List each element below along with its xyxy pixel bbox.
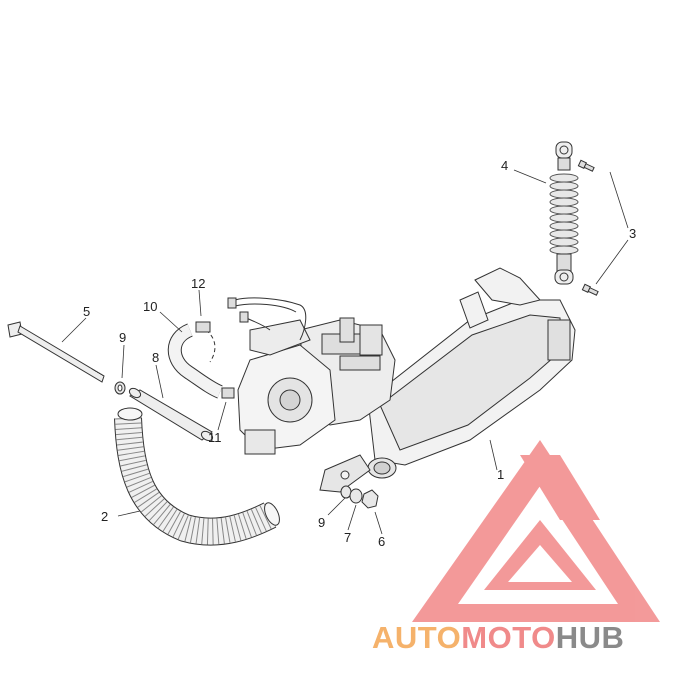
washer-right <box>340 485 352 499</box>
callout-6: 6 <box>378 534 385 549</box>
callout-4: 4 <box>501 158 508 173</box>
engine-assembly <box>237 267 576 493</box>
shock-absorber <box>549 141 579 285</box>
logo-stroke-a <box>520 455 600 520</box>
callout-11: 11 <box>208 430 222 445</box>
engine-wiring <box>227 297 307 341</box>
callout-2: 2 <box>101 509 108 524</box>
callout-9-left: 9 <box>119 330 126 345</box>
air-duct <box>114 407 280 546</box>
callout-1: 1 <box>497 467 504 482</box>
callout-9-right: 9 <box>318 515 325 530</box>
callout-12: 12 <box>191 276 205 291</box>
callout-labels: 1 2 3 4 5 6 7 8 9 9 10 11 12 <box>83 158 636 549</box>
watermark-part-moto: MOTO <box>461 620 555 655</box>
callout-5: 5 <box>83 304 90 319</box>
washer-nut-group <box>340 485 379 509</box>
nut <box>361 489 379 509</box>
shock-bolts <box>577 159 599 296</box>
callout-10: 10 <box>143 299 157 314</box>
spring-washer <box>349 488 363 504</box>
watermark-text: AUTOMOTOHUB <box>372 620 624 655</box>
coolant-hose <box>167 321 235 399</box>
watermark-part-auto: AUTO <box>372 620 461 655</box>
long-bolt <box>7 321 105 383</box>
logo-inner-cutout-2 <box>508 545 572 582</box>
spacer-tube <box>128 387 214 442</box>
leader-lines <box>61 169 629 535</box>
svg-text:AUTOMOTOHUB: AUTOMOTOHUB <box>372 620 624 655</box>
callout-3: 3 <box>629 226 636 241</box>
callout-8: 8 <box>152 350 159 365</box>
watermark-part-hub: HUB <box>556 620 625 655</box>
callout-7: 7 <box>344 530 351 545</box>
washer-left <box>114 381 126 395</box>
watermark-logo <box>412 440 660 622</box>
